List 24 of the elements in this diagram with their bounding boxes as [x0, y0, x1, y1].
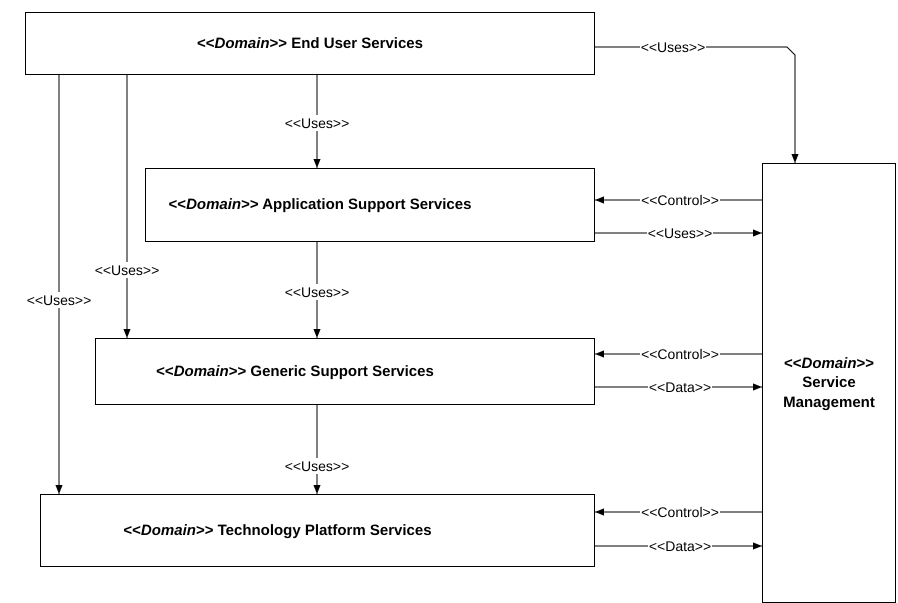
arrow [55, 74, 63, 494]
box-title: <<Domain>> Service Management [782, 354, 876, 412]
edge-label: <<Control>> [640, 504, 720, 520]
domain-box [762, 163, 896, 603]
box-title: <<Domain>> Technology Platform Services [123, 520, 432, 540]
edge-label: <<Uses>> [94, 262, 160, 278]
edge-label: <<Data>> [648, 379, 712, 395]
edge-label: <<Control>> [640, 192, 720, 208]
domain-box [145, 168, 595, 242]
edge-label: <<Uses>> [284, 458, 350, 474]
domain-box [95, 338, 595, 405]
domain-box [40, 494, 595, 567]
box-title: <<Domain>> Generic Support Services [156, 362, 434, 382]
edge-label: <<Uses>> [646, 225, 714, 241]
edge-label: <<Uses>> [26, 292, 92, 308]
arrow [123, 74, 131, 338]
domain-box [25, 12, 595, 75]
edge-label: <<Control>> [640, 346, 720, 362]
edge-label: <<Uses>> [640, 39, 706, 55]
edge-label: <<Uses>> [284, 284, 350, 300]
box-title: <<Domain>> End User Services [197, 34, 423, 54]
box-title: <<Domain>> Application Support Services [168, 195, 472, 215]
edge-label: <<Data>> [648, 538, 712, 554]
edge-label: <<Uses>> [284, 115, 350, 131]
